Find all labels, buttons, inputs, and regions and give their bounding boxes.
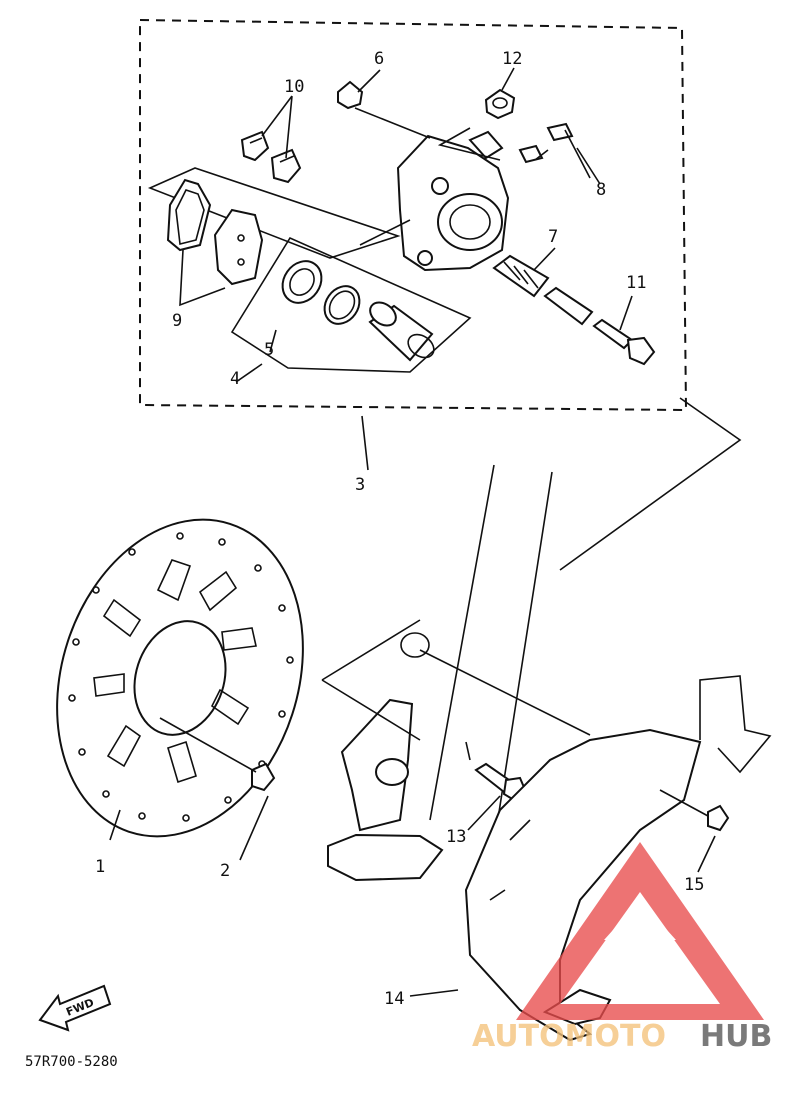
- part-label-1: 1: [95, 857, 105, 877]
- part-label-11: 11: [626, 273, 646, 293]
- part-label-3: 3: [355, 475, 365, 495]
- forward-direction-arrow: FWD: [38, 984, 112, 1032]
- piston-kit-outline: [230, 236, 472, 373]
- cover-screw: [659, 789, 730, 832]
- caliper-bolt-lower: [518, 144, 544, 164]
- part-label-12: 12: [502, 49, 522, 69]
- watermark-text-accent: HUB: [700, 1019, 772, 1054]
- part-label-6: 6: [374, 49, 384, 69]
- slide-pin-sleeve: [543, 286, 594, 326]
- label-leader-lines: [109, 67, 716, 997]
- part-label-group: 1 2 3 4 5 6 7 8 9 10 11 12 13 14 15: [95, 49, 704, 1009]
- brake-pad-outer: [166, 178, 212, 252]
- part-label-2: 2: [220, 861, 230, 881]
- brake-disc: [56, 518, 304, 838]
- watermark-logo: AUTOMOTO HUB: [472, 842, 772, 1054]
- slide-pin-bolt: [592, 318, 656, 366]
- caliper-body: [396, 130, 510, 272]
- part-label-5: 5: [264, 340, 274, 360]
- bleed-screw-cap: [337, 80, 364, 110]
- watermark-triangle: [516, 842, 764, 1020]
- caliper-piston: [368, 301, 435, 362]
- dust-seal-ring: [281, 260, 323, 304]
- part-label-8: 8: [596, 180, 606, 200]
- part-label-14: 14: [384, 989, 404, 1009]
- pad-clip-upper: [240, 130, 270, 162]
- bleed-screw: [484, 88, 516, 120]
- part-label-4: 4: [230, 369, 240, 389]
- pad-clip-lower: [270, 148, 302, 184]
- bracket-bolt: [474, 762, 528, 802]
- disc-spoke-slots: [93, 559, 257, 784]
- pin-boot: [492, 254, 550, 298]
- disc-bolt: [159, 717, 276, 792]
- part-label-7: 7: [548, 227, 558, 247]
- assembly-lead-lines: [354, 107, 742, 571]
- front-fork-leg: [327, 464, 553, 882]
- piston-seal-ring: [323, 285, 361, 325]
- part-label-9: 9: [172, 311, 182, 331]
- caliper-bolt-upper: [546, 122, 574, 142]
- part-label-10: 10: [284, 77, 304, 97]
- brake-pad-inner: [213, 208, 264, 286]
- drawing-code: 57R700-5280: [25, 1054, 118, 1070]
- watermark-text-main: AUTOMOTO: [472, 1019, 666, 1054]
- part-label-13: 13: [446, 827, 466, 847]
- pad-subgroup-outline: [147, 167, 401, 259]
- part-label-15: 15: [684, 875, 704, 895]
- mount-plane-lines: [321, 619, 591, 741]
